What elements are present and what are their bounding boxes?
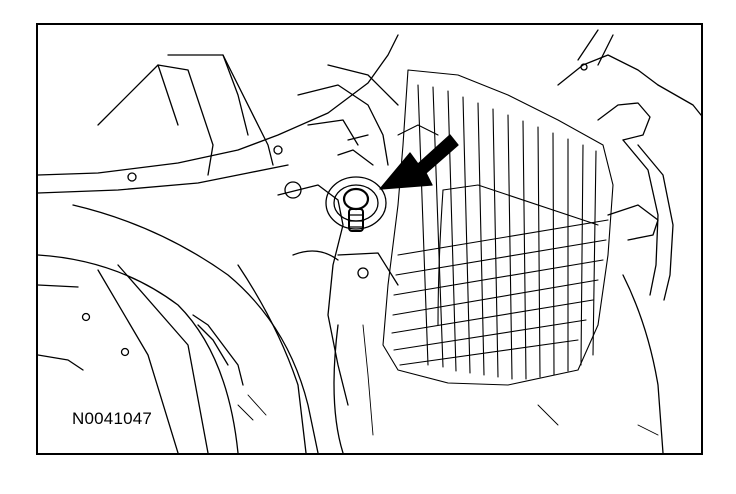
upper-bracket bbox=[97, 54, 274, 176]
illustration-frame: N0041047 bbox=[36, 23, 703, 455]
finned-module bbox=[382, 69, 614, 386]
stud-bolt-icon bbox=[348, 208, 364, 232]
engine-compartment-line-drawing bbox=[38, 29, 701, 453]
left-body-panel bbox=[38, 34, 399, 453]
center-strut-assembly bbox=[277, 64, 399, 453]
stud-mount bbox=[325, 134, 387, 232]
callout-arrow-icon bbox=[379, 134, 459, 190]
figure-id-label: N0041047 bbox=[72, 409, 153, 428]
shading-details bbox=[237, 324, 659, 436]
wire-harness bbox=[557, 29, 701, 453]
